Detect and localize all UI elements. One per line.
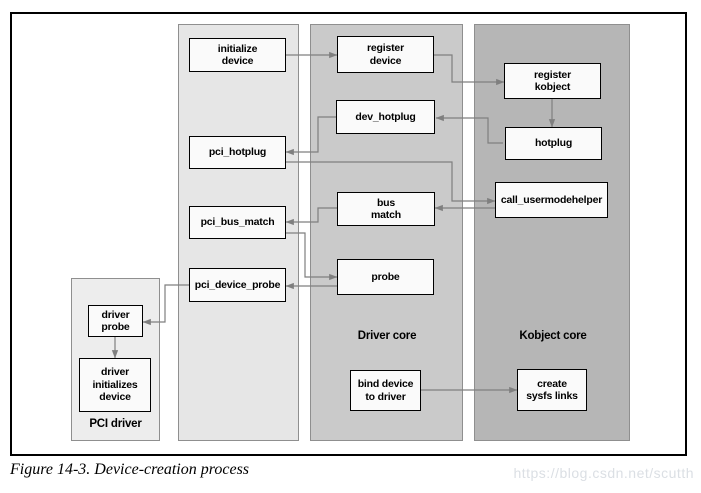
box-bind-device-to-driver: bind device to driver xyxy=(350,370,421,411)
box-pci-bus-match: pci_bus_match xyxy=(189,206,286,239)
box-pci-hotplug: pci_hotplug xyxy=(189,136,286,169)
label-driver-core: Driver core xyxy=(357,330,417,342)
label-kobject-core: Kobject core xyxy=(519,330,587,342)
box-call-usermodehelper: call_usermodehelper xyxy=(495,182,608,218)
box-driver-probe: driver probe xyxy=(88,305,143,337)
figure-caption: Figure 14-3. Device-creation process xyxy=(10,461,250,478)
box-pci-device-probe: pci_device_probe xyxy=(189,268,286,302)
box-dev-hotplug: dev_hotplug xyxy=(336,100,435,134)
box-probe: probe xyxy=(337,259,434,295)
watermark: https://blog.csdn.net/scutth xyxy=(513,465,694,481)
box-register-device: register device xyxy=(337,36,434,73)
label-pci-driver: PCI driver xyxy=(89,418,142,430)
box-create-sysfs-links: create sysfs links xyxy=(517,369,587,411)
box-initialize-device: initialize device xyxy=(189,38,286,72)
box-driver-initializes-device: driver initializes device xyxy=(79,358,151,412)
box-bus-match: bus match xyxy=(337,192,435,226)
box-hotplug: hotplug xyxy=(505,127,602,160)
box-register-kobject: register kobject xyxy=(504,63,601,99)
